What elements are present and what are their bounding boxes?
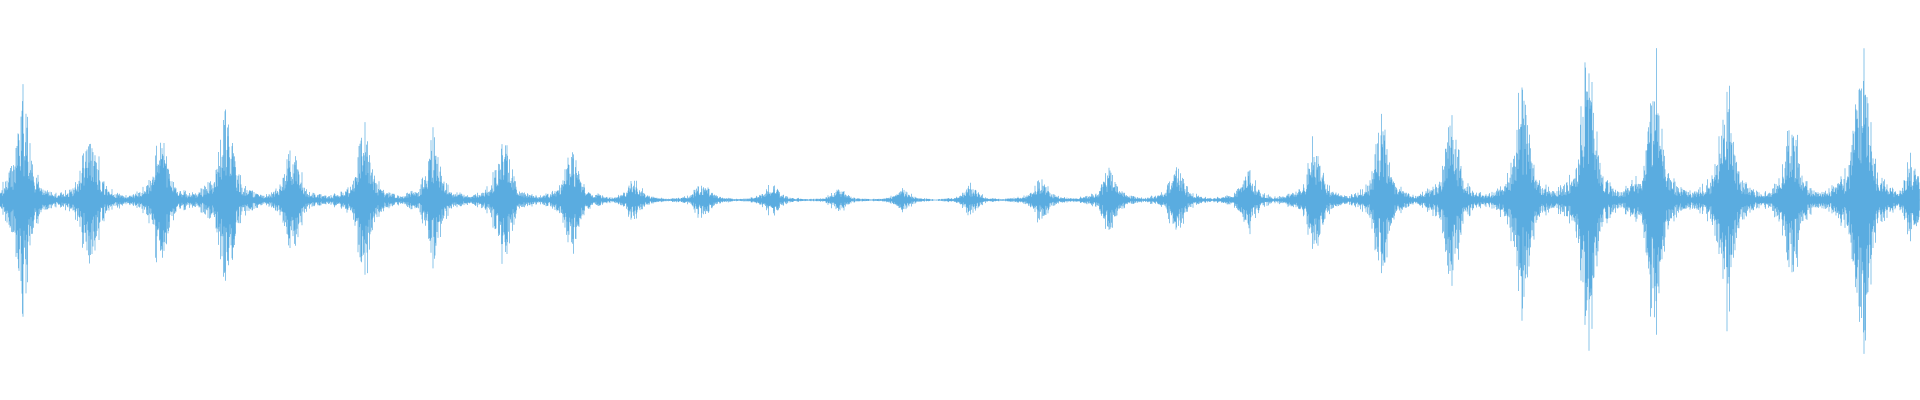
waveform-signal [0,48,1920,354]
